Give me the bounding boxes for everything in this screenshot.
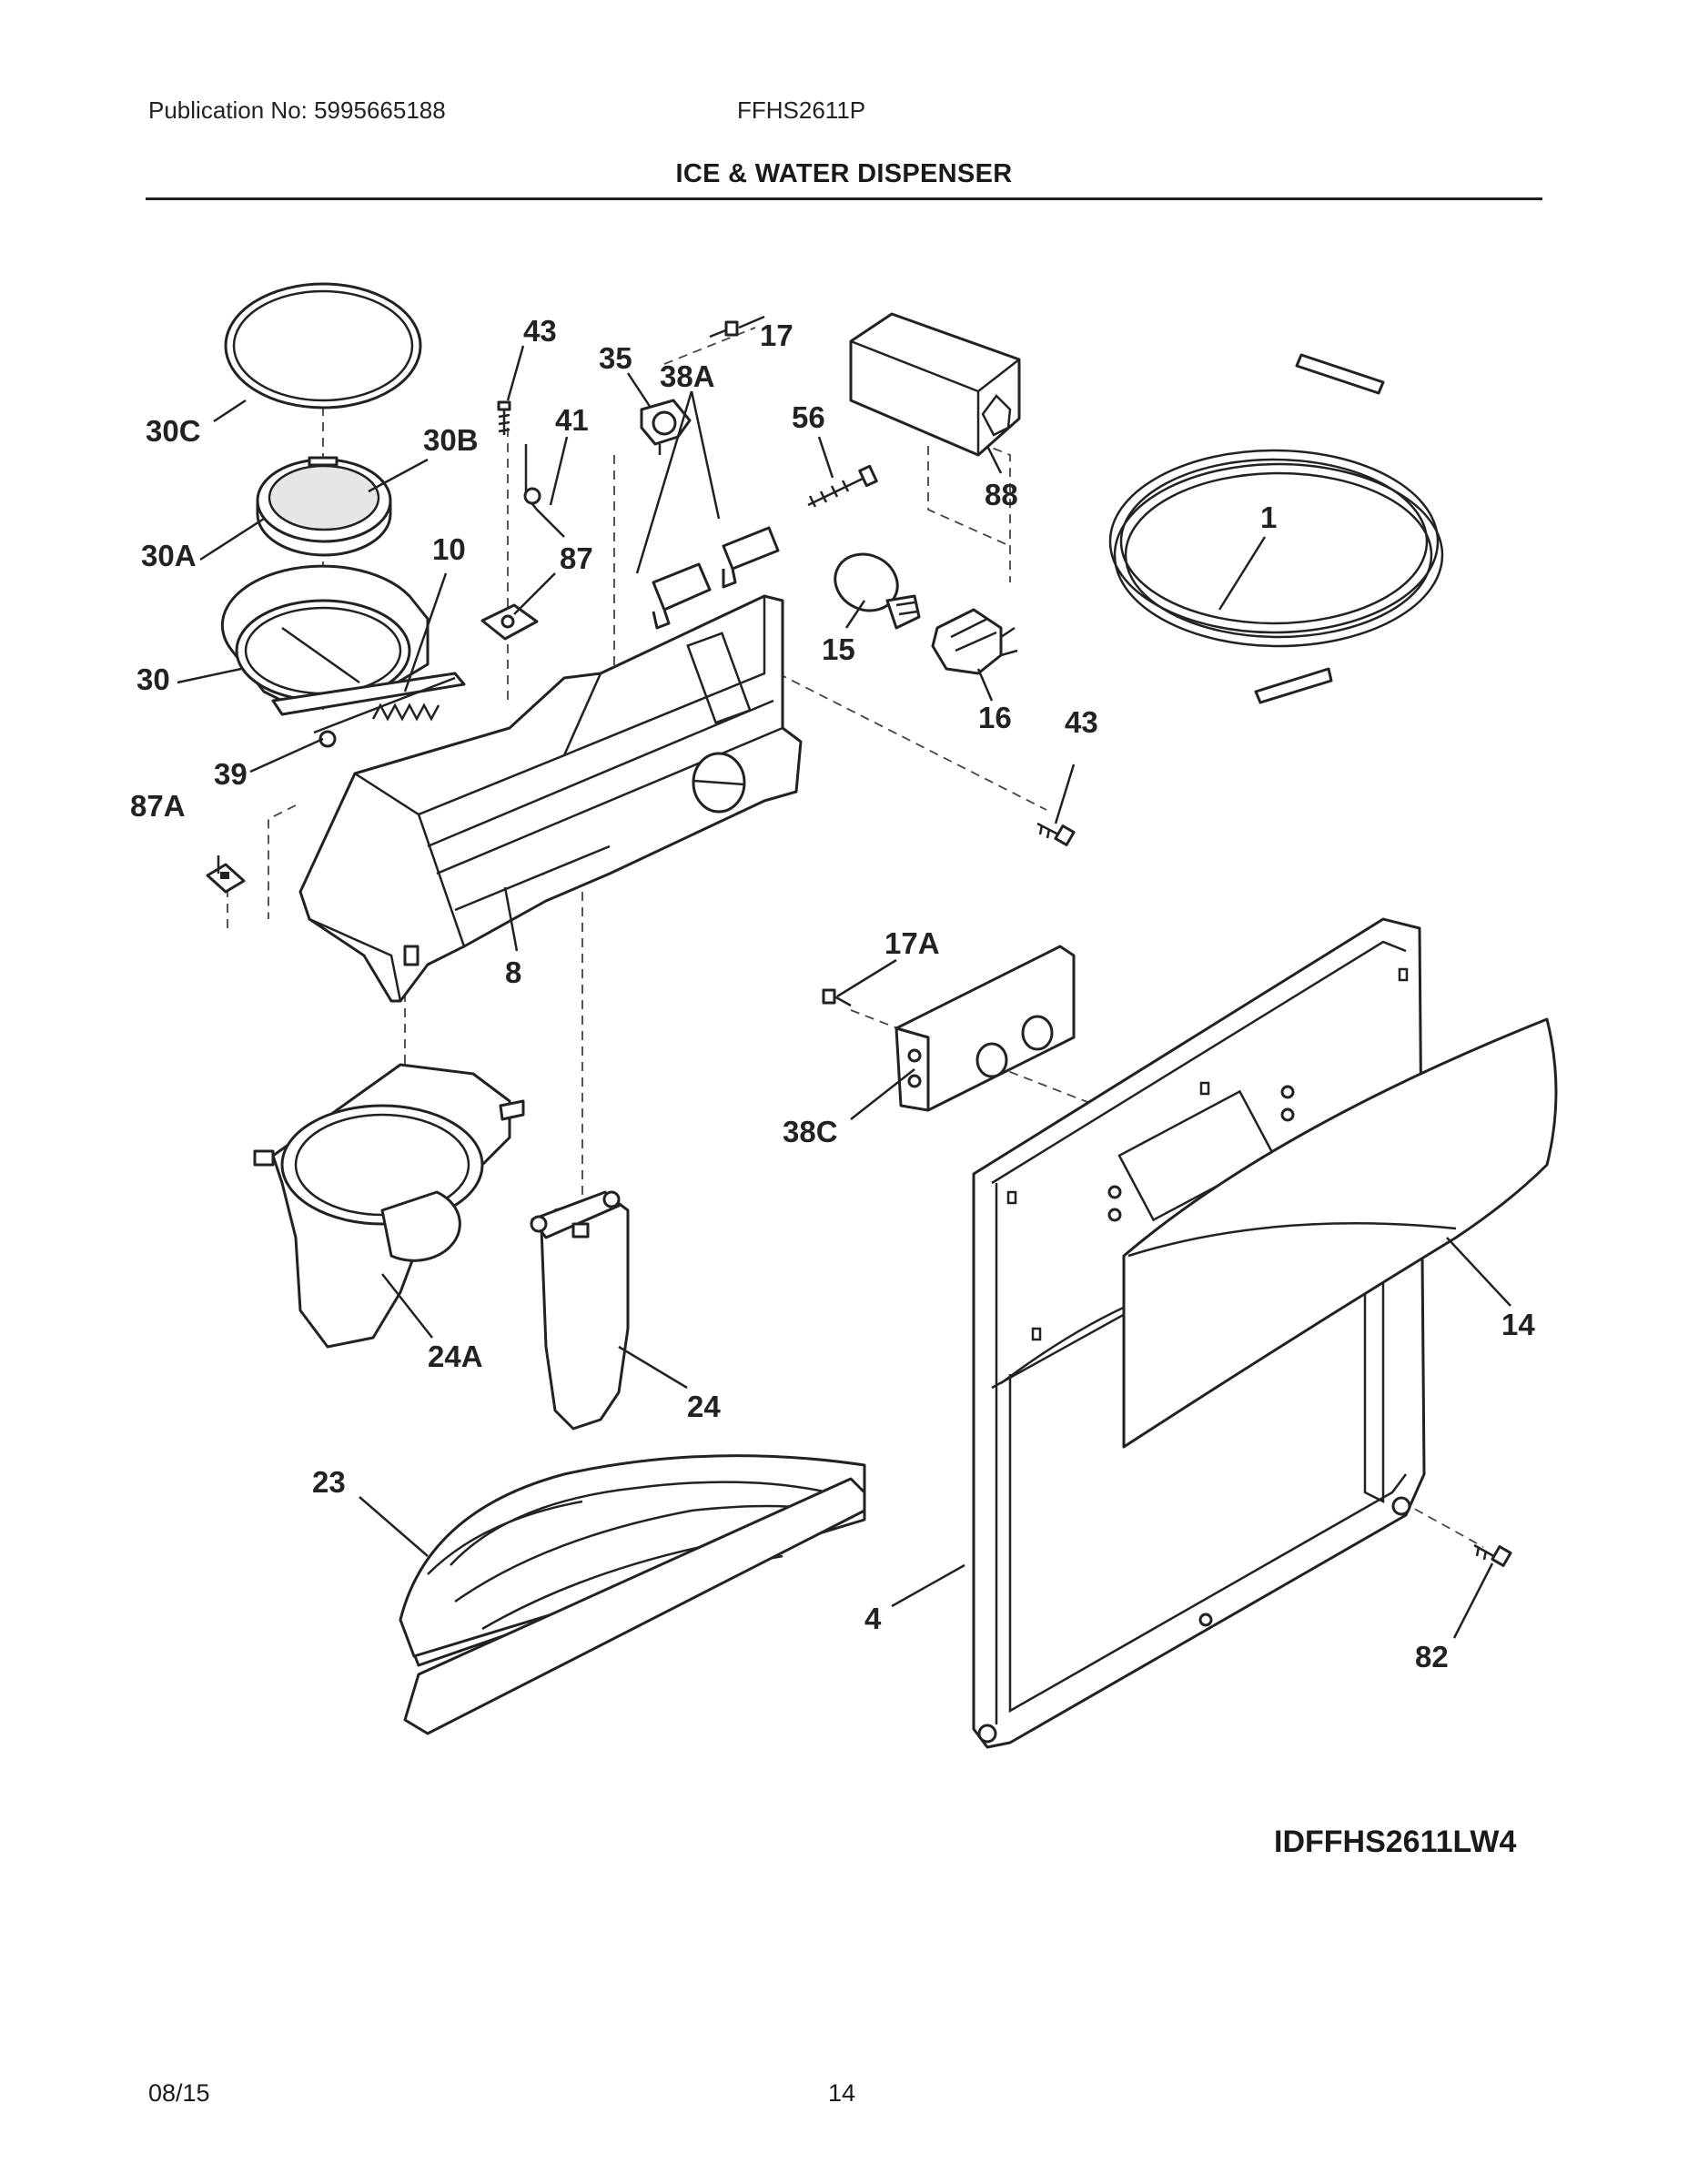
callout-label: 16: [978, 701, 1012, 734]
callout-leaders: [177, 315, 1511, 1639]
part-8-dispenser-housing: [298, 594, 803, 1003]
callout-label: 17A: [884, 926, 940, 960]
callout-label: 35: [599, 341, 632, 375]
callout-label: 30C: [146, 414, 201, 448]
callout-label: 87A: [130, 789, 186, 823]
model-number: FFHS2611P: [737, 96, 866, 124]
callout-label: 56: [792, 400, 825, 434]
callout-label: 8: [505, 956, 521, 989]
part-17-screw: [709, 320, 739, 339]
part-17a-screw: [822, 988, 852, 1007]
callout-label: 39: [214, 757, 248, 791]
callout-label: 41: [555, 403, 589, 437]
part-82-screw: [1473, 1543, 1512, 1567]
callout-label: 82: [1415, 1640, 1449, 1673]
part-23-drip-tray: [399, 1454, 866, 1735]
callout-label: 14: [1501, 1308, 1535, 1341]
callout-label: 15: [822, 632, 855, 666]
callout-label: 88: [985, 478, 1018, 511]
page-title: ICE & WATER DISPENSER: [675, 159, 1013, 188]
part-38c-switch-bracket: [895, 945, 1076, 1112]
part-88-control-module: [849, 312, 1021, 457]
part-14-actuator-pad: [1122, 1017, 1558, 1449]
callout-label: 24A: [428, 1340, 483, 1373]
part-38a-microswitches: [652, 526, 780, 630]
part-56-screw: [807, 464, 878, 508]
callout-label: 43: [1065, 705, 1098, 739]
part-24-chute-door: [530, 1190, 630, 1431]
part-30c-seal-ring: [224, 282, 422, 410]
callout-label: 1: [1260, 500, 1277, 534]
callout-label: 87: [560, 541, 593, 575]
callout-label: 10: [432, 532, 466, 566]
part-87-pad: [480, 603, 539, 641]
callout-labels: 43 17 35 41 56 30C 30B 88 38A 1 30A 10 8…: [130, 314, 1535, 1673]
part-41-actuator-wire: [523, 444, 565, 538]
part-15-light-bulb: [834, 552, 921, 630]
part-10-spring: [371, 703, 440, 722]
callout-label: 23: [312, 1465, 346, 1499]
callout-label: 30B: [423, 423, 479, 457]
footer-date: 08/15: [148, 2079, 210, 2107]
callout-label: 30: [136, 662, 170, 696]
part-1-water-tubing: [1108, 353, 1444, 704]
callout-label: 30A: [141, 539, 197, 572]
part-43-screw-top: [497, 400, 511, 435]
part-87a-pad: [206, 863, 246, 894]
callout-label: 17: [760, 318, 793, 352]
callout-label: 24: [687, 1390, 721, 1423]
publication-number: Publication No: 5995665188: [148, 96, 446, 124]
footer-page-number: 14: [828, 2079, 856, 2107]
header-rule: [146, 197, 1542, 200]
callout-label: 38C: [783, 1115, 838, 1148]
diagram-reference-code: IDFFHS2611LW4: [1274, 1825, 1517, 1859]
callout-label: 38A: [660, 359, 715, 393]
part-43-screw-right: [1036, 822, 1076, 846]
part-16-lamp-socket: [931, 608, 1018, 675]
part-24a-ice-chute: [253, 1063, 525, 1349]
part-35-switch: [640, 399, 692, 455]
part-30-mounting-bracket: [220, 564, 466, 748]
part-30a-cup-with-30b-lens: [256, 456, 392, 557]
callout-label: 43: [523, 314, 557, 348]
callout-label: 4: [864, 1602, 882, 1635]
